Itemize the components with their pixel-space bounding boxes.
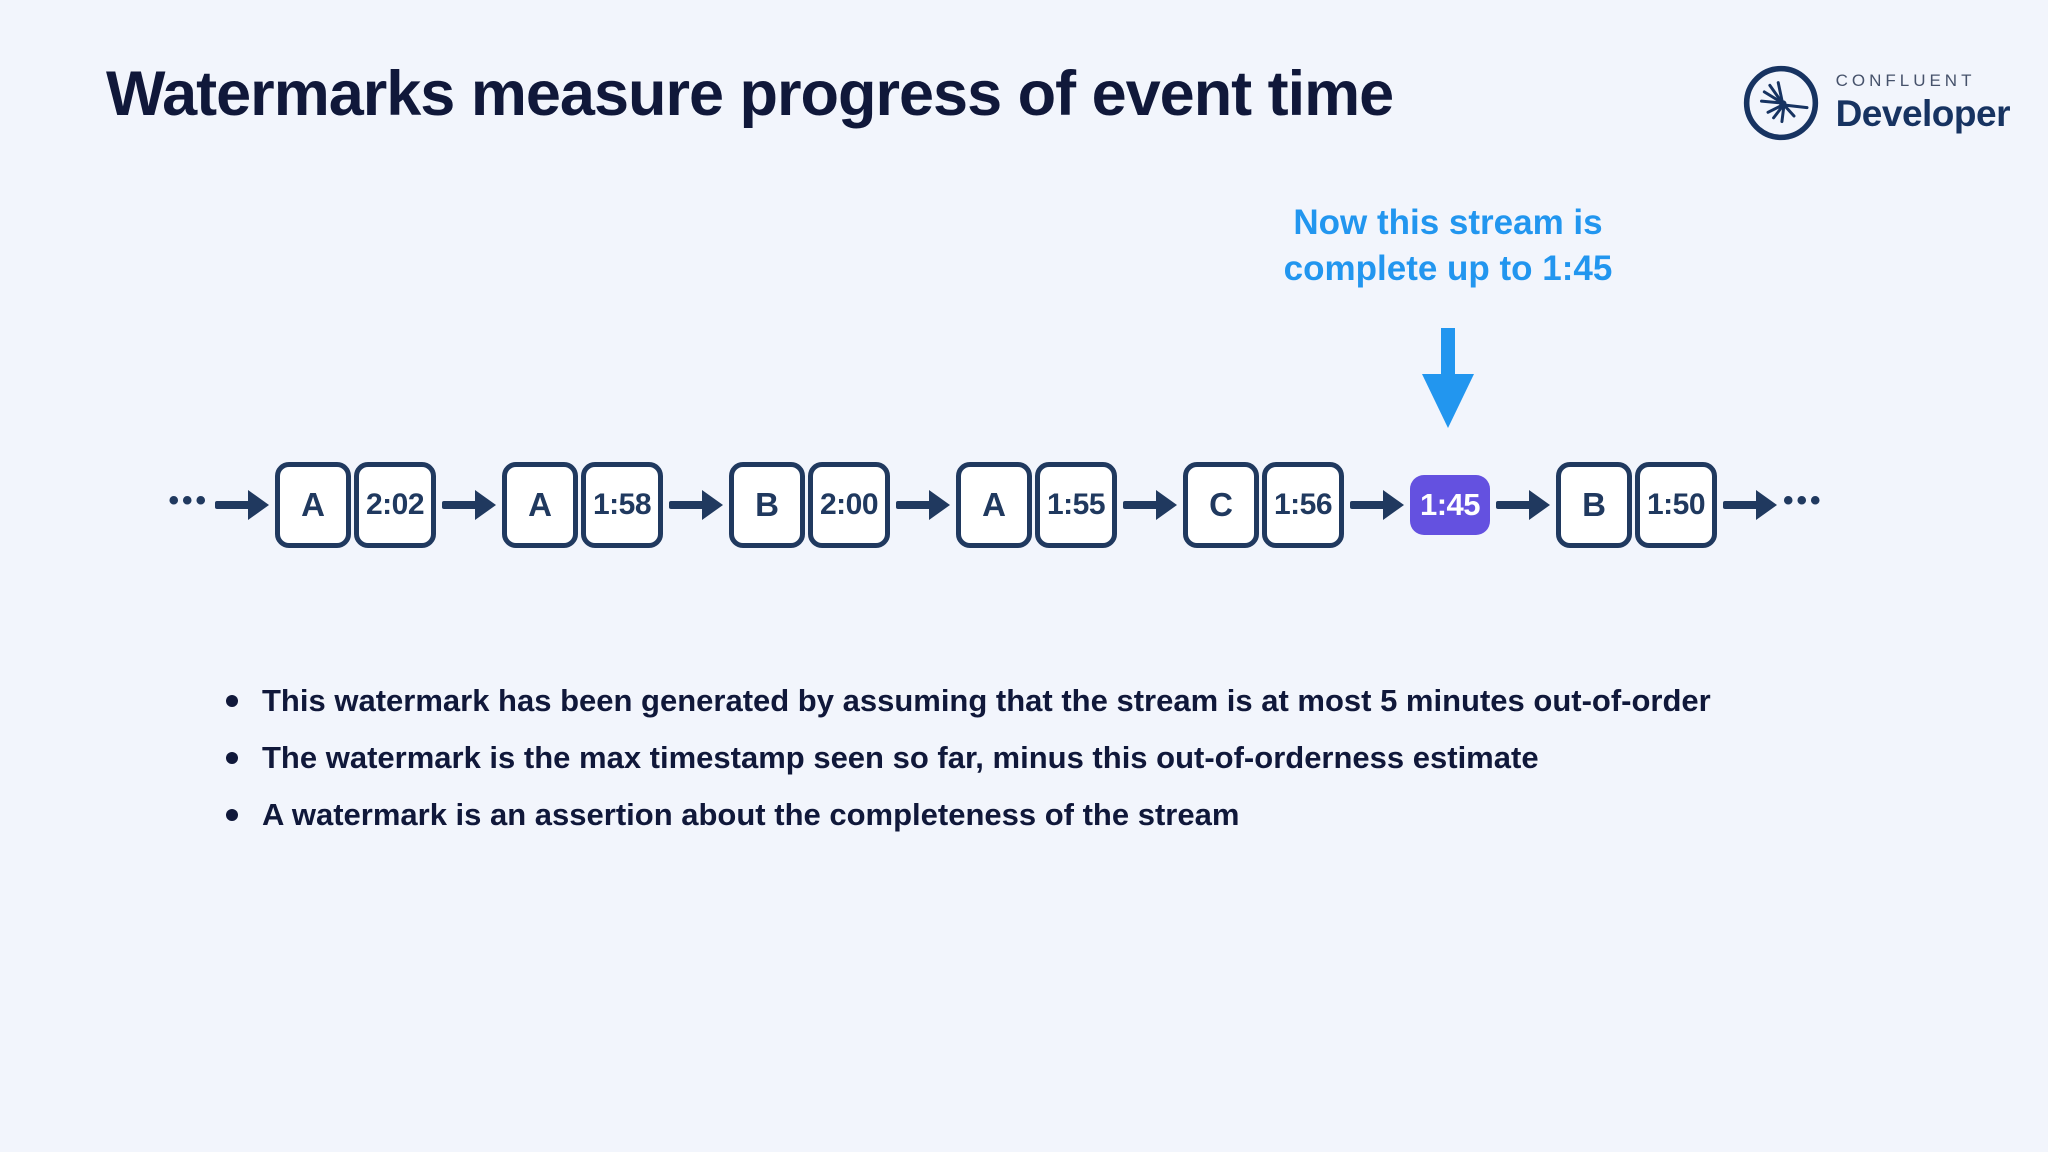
annotation-line-1: Now this stream is [1293,203,1603,242]
watermark-box: 1:45 [1410,475,1490,535]
confluent-spark-icon [1742,64,1820,142]
event-b-200: B 2:00 [729,462,890,548]
bullet-text: A watermark is an assertion about the co… [262,797,1240,832]
event-time-box: 1:55 [1035,462,1117,548]
event-key-box: A [275,462,351,548]
slide-title: Watermarks measure progress of event tim… [106,59,1394,129]
event-time-box: 1:56 [1262,462,1344,548]
event-c-156: C 1:56 [1183,462,1344,548]
bullet-dot-icon [226,809,238,821]
event-key-box: B [1556,462,1632,548]
event-key-box: A [956,462,1032,548]
bullet-item: This watermark has been generated by ass… [226,672,1866,729]
stream-arrow-icon [1350,487,1404,523]
bullet-item: The watermark is the max timestamp seen … [226,729,1866,786]
leading-ellipsis: ••• [168,484,209,517]
event-time-box: 2:00 [808,462,890,548]
event-stream: ••• A 2:02 A 1:58 B 2:00 [0,462,2020,548]
trailing-ellipsis: ••• [1783,484,1824,517]
event-key-box: C [1183,462,1259,548]
event-a-202: A 2:02 [275,462,436,548]
logo-product-label: Developer [1835,93,2011,134]
watermark-annotation: Now this stream is complete up to 1:45 [1148,200,1748,292]
bullet-dot-icon [226,752,238,764]
stream-arrow-icon [1496,487,1550,523]
bullet-item: A watermark is an assertion about the co… [226,786,1866,843]
stream-arrow-icon [442,487,496,523]
event-time-box: 1:58 [581,462,663,548]
logo-brand-label: CONFLUENT [1835,71,1976,90]
bullet-text: This watermark has been generated by ass… [262,683,1711,718]
stream-arrow-icon [215,487,269,523]
event-a-158: A 1:58 [502,462,663,548]
stream-arrow-icon [1123,487,1177,523]
bullet-text: The watermark is the max timestamp seen … [262,740,1539,775]
annotation-line-2: complete up to 1:45 [1283,249,1613,289]
confluent-developer-logo: CONFLUENT Developer [1742,64,2011,142]
event-b-150: B 1:50 [1556,462,1717,548]
event-key-box: B [729,462,805,548]
bullet-dot-icon [226,695,238,707]
stream-arrow-icon [669,487,723,523]
event-time-box: 2:02 [354,462,436,548]
stream-arrow-icon [1723,487,1777,523]
event-a-155: A 1:55 [956,462,1117,548]
bullet-list: This watermark has been generated by ass… [226,672,1866,843]
stream-arrow-icon [896,487,950,523]
logo-text: CONFLUENT Developer [1835,71,2011,135]
down-arrow-icon [1417,328,1479,430]
event-time-box: 1:50 [1635,462,1717,548]
event-key-box: A [502,462,578,548]
